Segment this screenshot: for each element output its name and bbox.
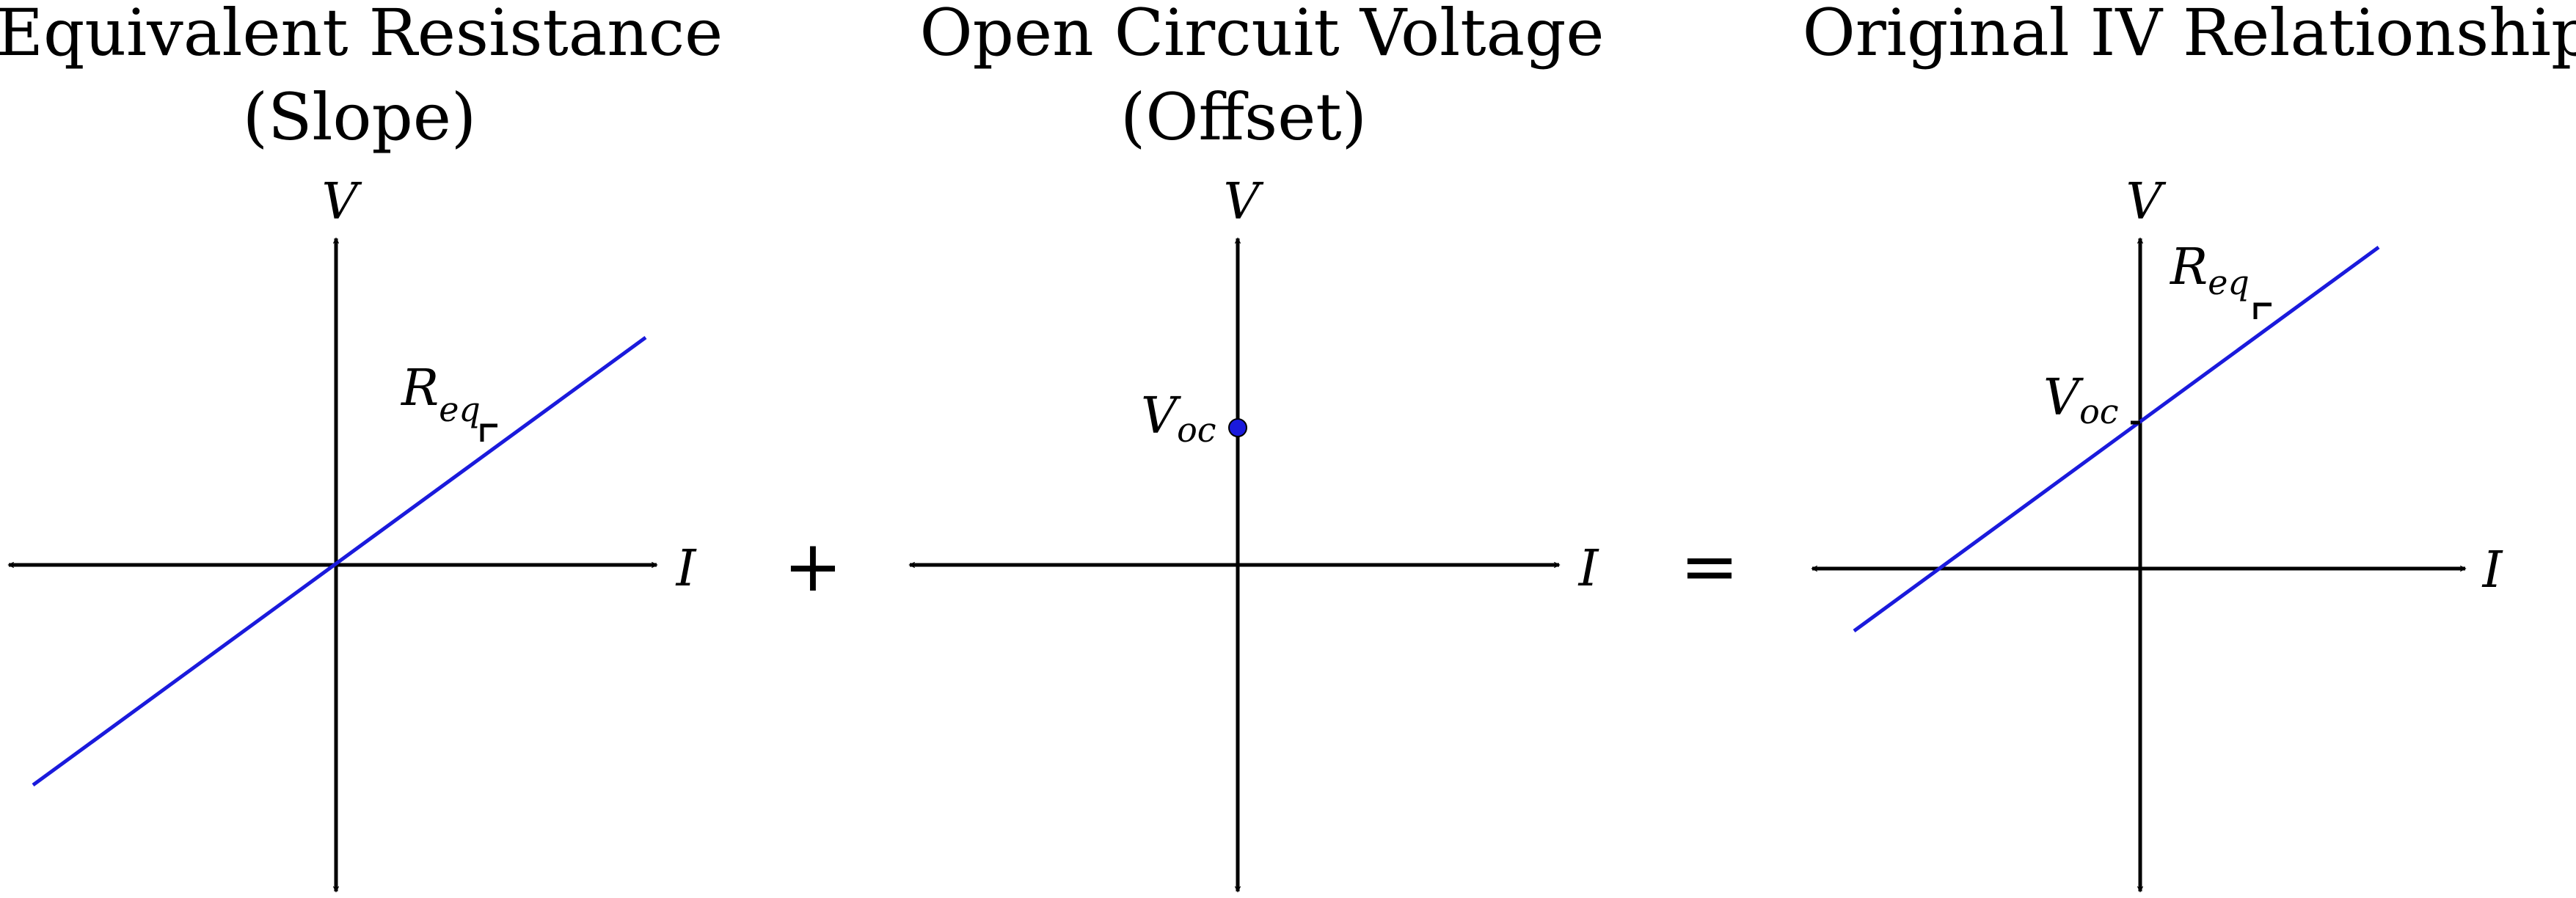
slope-label: Req [2169, 238, 2250, 302]
panel-equivalent-resistance: Equivalent Resistance (Slope) V I Req [0, 0, 723, 891]
intercept-label-main: V [2043, 369, 2084, 427]
y-axis-label: V [321, 173, 362, 231]
panel-title-line2: (Slope) [243, 79, 476, 155]
panel-title-line2: (Offset) [1120, 79, 1367, 155]
x-axis-label: I [675, 540, 697, 598]
panel-title-line1: Open Circuit Voltage [919, 0, 1604, 70]
panel-original-iv-relationship: Original IV Relationship V I Req Voc [1803, 0, 2576, 891]
open-circuit-voltage-point [1228, 418, 1247, 437]
slope-label-main: R [2169, 238, 2208, 296]
point-label-sub: oc [1177, 410, 1216, 450]
slope-label-sub: eq [439, 390, 481, 429]
slope-label: Req [400, 359, 481, 429]
intercept-label: Voc [2043, 369, 2119, 431]
slope-label-sub: eq [2208, 263, 2250, 302]
panel-title-line1: Original IV Relationship [1803, 0, 2576, 70]
slope-label-main: R [400, 359, 439, 417]
y-axis-label: V [2126, 173, 2166, 231]
y-axis-label: V [1223, 173, 1263, 231]
slope-tick [480, 423, 497, 442]
equals-operator: = [1680, 525, 1739, 607]
point-label: Voc [1141, 387, 1216, 450]
intercept-label-sub: oc [2079, 392, 2118, 431]
x-axis-label: I [2481, 541, 2503, 599]
slope-tick [2253, 302, 2272, 319]
panel-title-line1: Equivalent Resistance [0, 0, 723, 70]
plus-operator: + [784, 525, 842, 607]
point-label-main: V [1141, 387, 1181, 445]
iv-line [1853, 245, 2380, 633]
x-axis-label: I [1577, 540, 1599, 598]
slope-line [32, 335, 647, 787]
panel-open-circuit-voltage: Open Circuit Voltage (Offset) V I Voc [910, 0, 1605, 891]
